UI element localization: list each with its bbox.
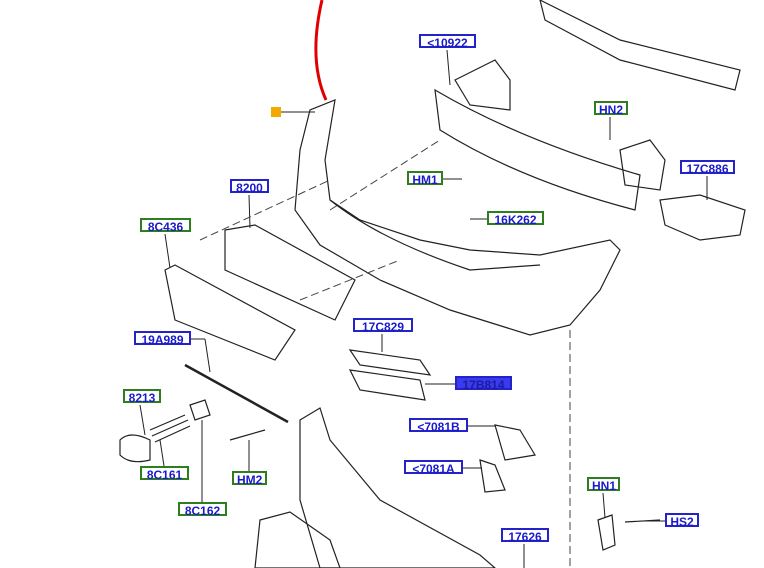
part-label-hs2[interactable]: HS2 xyxy=(665,513,699,529)
cover-7081b xyxy=(494,424,536,461)
clip-8c162 xyxy=(189,399,211,421)
lower-grille xyxy=(254,511,341,568)
bracket-17c886 xyxy=(659,194,746,241)
screw-hm2 xyxy=(229,429,266,441)
part-label-hn2[interactable]: HN2 xyxy=(594,101,628,117)
highlight-marker xyxy=(271,107,281,117)
trim-strip-19a989 xyxy=(184,363,289,424)
screw-hs2 xyxy=(624,519,661,523)
part-label-hm2[interactable]: HM2 xyxy=(232,471,267,487)
spring-8c161 xyxy=(149,414,191,443)
part-label-8c436[interactable]: 8C436 xyxy=(140,218,191,234)
part-label-8213[interactable]: 8213 xyxy=(123,389,161,405)
grille-8200 xyxy=(224,224,356,321)
part-label-7081b[interactable]: <7081B xyxy=(409,418,468,434)
part-label-8200[interactable]: 8200 xyxy=(230,179,269,195)
bumper-cover-inner xyxy=(329,199,541,271)
part-label-hn1[interactable]: HN1 xyxy=(587,477,620,493)
part-label-17c886[interactable]: 17C886 xyxy=(680,160,735,176)
part-label-16k262[interactable]: 16K262 xyxy=(487,211,544,227)
part-label-17b814[interactable]: 17B814 xyxy=(455,376,512,392)
part-label-8c161[interactable]: 8C161 xyxy=(140,466,189,482)
red-callout-line xyxy=(314,0,328,101)
bumper-beam xyxy=(434,88,641,211)
cover-7081a xyxy=(479,459,506,493)
part-label-8c162[interactable]: 8C162 xyxy=(178,502,227,518)
upper-reinforcement xyxy=(539,0,741,91)
part-label-7081a[interactable]: <7081A xyxy=(404,460,463,476)
bracket-hn1 xyxy=(597,514,616,551)
fog-surround-17c829 xyxy=(348,349,432,376)
part-label-19a989[interactable]: 19A989 xyxy=(134,331,191,347)
lower-valance xyxy=(299,407,496,568)
bumper-cover xyxy=(294,99,621,336)
part-label-17626[interactable]: 17626 xyxy=(501,528,549,544)
fog-surround-17b814 xyxy=(348,369,426,401)
grille-surround-8c436 xyxy=(164,264,296,361)
part-label-hm1[interactable]: HM1 xyxy=(407,171,443,187)
beam-bracket-left xyxy=(454,59,511,111)
lamp-8213 xyxy=(119,434,151,463)
part-label-10922[interactable]: <10922 xyxy=(419,34,476,50)
part-label-17c829[interactable]: 17C829 xyxy=(353,318,413,334)
beam-bracket-right xyxy=(619,139,666,191)
